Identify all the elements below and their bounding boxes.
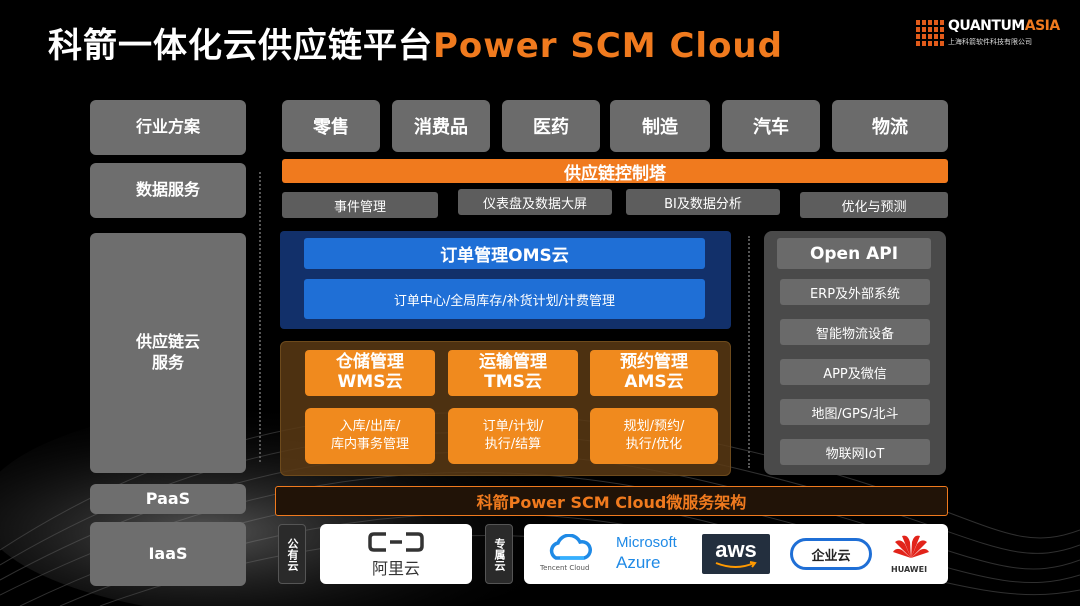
aws-label: aws: [715, 539, 757, 561]
qiye-cloud-logo: 企业云: [790, 538, 872, 570]
side-label-paas: PaaS: [90, 484, 246, 514]
aws-logo: aws: [702, 534, 770, 574]
openapi-item-app[interactable]: APP及微信: [780, 359, 930, 385]
side-label-data: 数据服务: [90, 163, 246, 218]
industry-consumer-goods[interactable]: 消费品: [392, 100, 490, 152]
title-english: Power SCM Cloud: [433, 26, 783, 66]
huawei-flower-icon: [892, 532, 930, 560]
control-tower-bar[interactable]: 供应链控制塔: [282, 159, 948, 183]
industry-manufacturing[interactable]: 制造: [610, 100, 710, 152]
private-cloud-providers-card: Tencent Cloud Microsoft Azure aws 企业云 HU…: [524, 524, 948, 584]
private-cloud-label: 专属云: [485, 524, 513, 584]
logo-name: QUANTUMASIA: [948, 18, 1060, 34]
data-service-bi[interactable]: BI及数据分析: [626, 189, 780, 215]
data-service-forecast[interactable]: 优化与预测: [800, 192, 948, 218]
data-service-event[interactable]: 事件管理: [282, 192, 438, 218]
side-label-iaas: IaaS: [90, 522, 246, 586]
openapi-item-logistics-device[interactable]: 智能物流设备: [780, 319, 930, 345]
azure-label-microsoft: Microsoft: [616, 534, 677, 551]
logo-grid-icon: [916, 20, 944, 46]
company-logo: QUANTUMASIA 上海科箭软件科技有限公司: [916, 18, 1056, 50]
industry-automotive[interactable]: 汽车: [722, 100, 820, 152]
azure-label: Azure: [616, 553, 660, 573]
module-wms-body: 入库/出库/库内事务管理: [305, 408, 435, 464]
industry-pharma[interactable]: 医药: [502, 100, 600, 152]
aliyun-card[interactable]: 阿里云: [320, 524, 472, 584]
huawei-label: HUAWEI: [891, 565, 927, 574]
module-ams-body: 规划/预约/执行/优化: [590, 408, 718, 464]
module-tms-body: 订单/计划/执行/结算: [448, 408, 578, 464]
openapi-item-map[interactable]: 地图/GPS/北斗: [780, 399, 930, 425]
industry-retail[interactable]: 零售: [282, 100, 380, 152]
openapi-title[interactable]: Open API: [777, 238, 931, 269]
divider: [259, 172, 261, 462]
tencent-cloud-icon: [546, 534, 594, 562]
oms-description: 订单中心/全局库存/补货计划/计费管理: [304, 279, 705, 319]
divider: [748, 236, 750, 468]
aliyun-label: 阿里云: [320, 556, 472, 578]
oms-title[interactable]: 订单管理OMS云: [304, 238, 705, 269]
aliyun-logo-icon: [368, 532, 424, 552]
logo-subtitle: 上海科箭软件科技有限公司: [948, 37, 1032, 47]
public-cloud-label: 公有云: [278, 524, 306, 584]
data-service-dashboard[interactable]: 仪表盘及数据大屏: [458, 189, 612, 215]
side-label-scm: 供应链云 服务: [90, 233, 246, 473]
industry-logistics[interactable]: 物流: [832, 100, 948, 152]
openapi-item-iot[interactable]: 物联网IoT: [780, 439, 930, 465]
side-label-industry: 行业方案: [90, 100, 246, 155]
openapi-item-erp[interactable]: ERP及外部系统: [780, 279, 930, 305]
paas-bar[interactable]: 科箭Power SCM Cloud微服务架构: [275, 486, 948, 516]
aws-smile-icon: [714, 561, 758, 569]
title-chinese: 科箭一体化云供应链平台: [48, 26, 433, 66]
page-title: 科箭一体化云供应链平台Power SCM Cloud: [48, 18, 783, 67]
tencent-cloud-label: Tencent Cloud: [540, 564, 589, 572]
